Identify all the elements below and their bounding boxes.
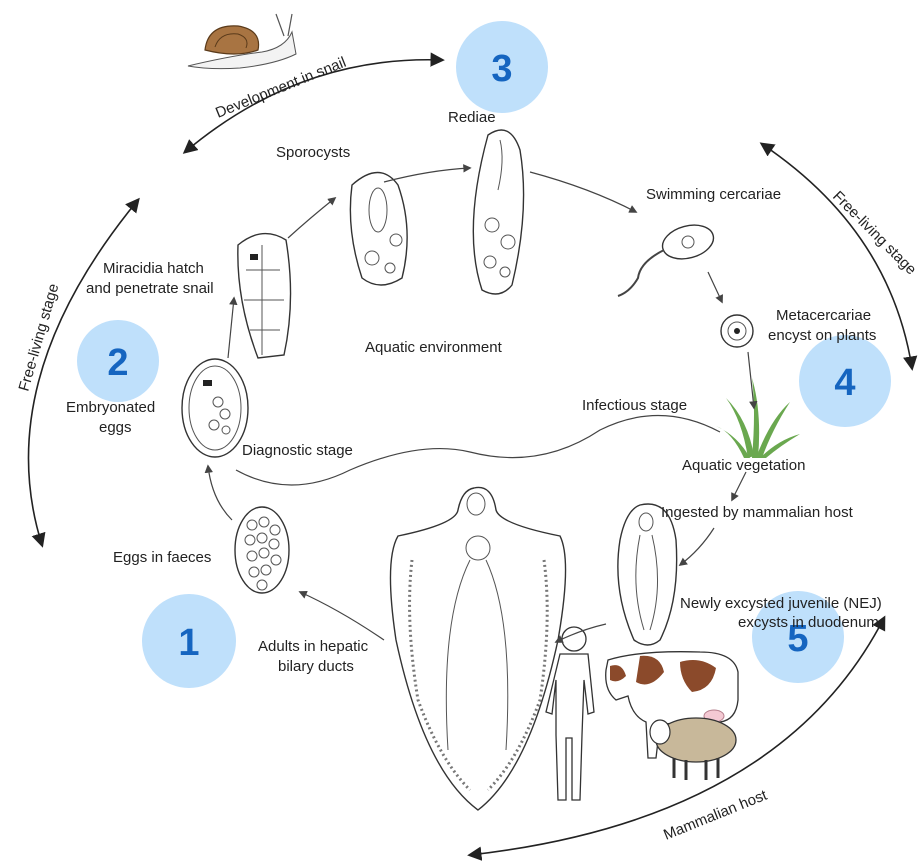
adults-label-line1: Adults in hepatic [258,638,369,655]
svg-text:4: 4 [834,362,855,404]
metacercariae-label-line2: encyst on plants [768,327,876,344]
svg-text:3: 3 [491,48,512,90]
badge-1: 1 [142,594,236,688]
eggs-in-faeces-label: Eggs in faeces [113,549,211,566]
mammalian-host-label: Mammalian host [661,786,770,843]
svg-text:2: 2 [107,342,128,384]
badge-2: 2 [77,320,159,402]
cercaria-illustration [618,220,717,296]
arrow-vegetation-to-nej [732,472,746,500]
newly-excysted-juvenile-illustration [618,504,677,645]
aquatic-vegetation-icon [716,378,800,458]
sporocyst-illustration [350,173,407,286]
free-living-stage-right-label: Free-living stage [829,188,919,278]
arrow-redia-to-cercaria [530,172,636,212]
metacercaria-illustration [721,315,753,347]
arrow-miracidium-to-sporocyst [288,198,335,238]
arrow-cercaria-to-metacercaria [708,272,722,302]
nej-label-line1: Newly excysted juvenile (NEJ) [680,595,882,612]
embryonated-egg-illustration [182,359,248,457]
sporocysts-label: Sporocysts [276,144,350,161]
nej-label-line2: excysts in duodenum [738,614,879,631]
miracidium-illustration [238,234,291,358]
snail-icon [188,14,296,69]
arrow-egg-to-miracidium [228,298,234,358]
miracidia-label-line2: and penetrate snail [86,280,214,297]
free-living-stage-left-label: Free-living stage [16,282,63,393]
badge-4: 4 [799,335,891,427]
miracidia-label-line1: Miracidia hatch [103,260,204,277]
aquatic-vegetation-label: Aquatic vegetation [682,457,805,474]
svg-text:1: 1 [178,622,199,664]
arrow-metacercaria-to-vegetation [748,352,754,408]
badge-3: 3 [456,21,548,113]
metacercariae-label-line1: Metacercariae [776,307,871,324]
adults-label-line2: bilary ducts [278,658,354,675]
infectious-stage-label: Infectious stage [582,397,687,414]
arrow-faeces-to-egg [208,466,232,520]
embryonated-eggs-label-line1: Embryonated [66,399,155,416]
adult-fluke-illustration [390,487,565,810]
redia-illustration [473,130,523,294]
aquatic-environment-label: Aquatic environment [365,339,503,356]
diagnostic-stage-label: Diagnostic stage [242,442,353,459]
arrow-sporocyst-to-redia [384,168,470,182]
embryonated-eggs-label-line2: eggs [99,419,132,436]
egg-in-faeces-illustration [235,507,289,593]
sheep-icon [650,718,736,780]
arrow-adult-to-faeces [300,592,384,640]
arrow-ingested-to-nej [680,528,714,565]
ingested-label: Ingested by mammalian host [661,504,854,521]
swimming-cercariae-label: Swimming cercariae [646,186,781,203]
rediae-label: Rediae [448,109,496,126]
